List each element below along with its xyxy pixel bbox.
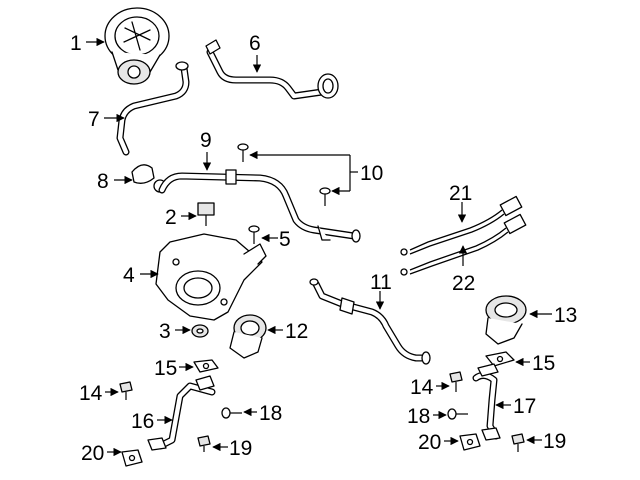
callout-15a: 15 — [154, 357, 177, 380]
callout-19a: 19 — [229, 437, 252, 460]
callout-12: 12 — [285, 320, 308, 343]
callout-6: 6 — [249, 32, 261, 55]
part-4-bracket — [155, 233, 267, 321]
part-3-grommet — [191, 324, 209, 338]
callout-15b: 15 — [532, 352, 555, 375]
part-15-gasket-right — [485, 351, 515, 367]
part-15-gasket-left — [193, 359, 219, 373]
callout-8: 8 — [97, 170, 109, 193]
part-16-pipe — [147, 375, 216, 451]
callout-7: 7 — [88, 108, 100, 131]
callout-20a: 20 — [81, 442, 104, 465]
part-10-bolts — [237, 143, 331, 206]
callout-9: 9 — [200, 129, 212, 152]
callout-11: 11 — [370, 271, 392, 294]
part-19-bolt-left — [197, 435, 211, 452]
callout-1: 1 — [70, 32, 82, 55]
callout-19b: 19 — [543, 430, 566, 453]
callout-14b: 14 — [410, 376, 434, 399]
callout-14a: 14 — [79, 382, 103, 405]
part-11-pipe — [309, 278, 431, 365]
part-6-hose — [205, 39, 339, 100]
part-17-pipe — [472, 363, 501, 441]
part-18-bolt-left — [221, 407, 242, 419]
callout-16: 16 — [131, 410, 154, 433]
part-20-gasket-right — [459, 433, 481, 451]
part-18-bolt-right — [447, 408, 468, 420]
part-13-valve — [485, 295, 527, 345]
callout-10: 10 — [360, 162, 383, 185]
callout-18a: 18 — [259, 402, 282, 425]
part-21-sensor — [400, 195, 523, 256]
callout-5: 5 — [279, 228, 291, 251]
part-14-bolt-right — [449, 371, 463, 392]
callout-20b: 20 — [418, 431, 441, 454]
part-1-air-pump — [104, 7, 170, 85]
callout-21: 21 — [449, 182, 472, 205]
callout-2: 2 — [165, 206, 177, 229]
callout-17: 17 — [513, 395, 536, 418]
part-2-sensor — [197, 202, 215, 226]
callout-22: 22 — [452, 272, 475, 295]
callout-18b: 18 — [407, 405, 430, 428]
callout-13: 13 — [554, 304, 577, 327]
part-9-pipe — [158, 169, 361, 243]
part-5-screw — [248, 225, 260, 244]
part-14-bolt-left — [119, 381, 133, 400]
part-12-valve — [229, 314, 267, 359]
callout-3: 3 — [159, 320, 171, 343]
part-20-gasket-left — [121, 449, 143, 467]
part-22-sensor — [400, 213, 527, 276]
part-19-bolt-right — [511, 433, 525, 452]
callout-4: 4 — [123, 264, 135, 287]
